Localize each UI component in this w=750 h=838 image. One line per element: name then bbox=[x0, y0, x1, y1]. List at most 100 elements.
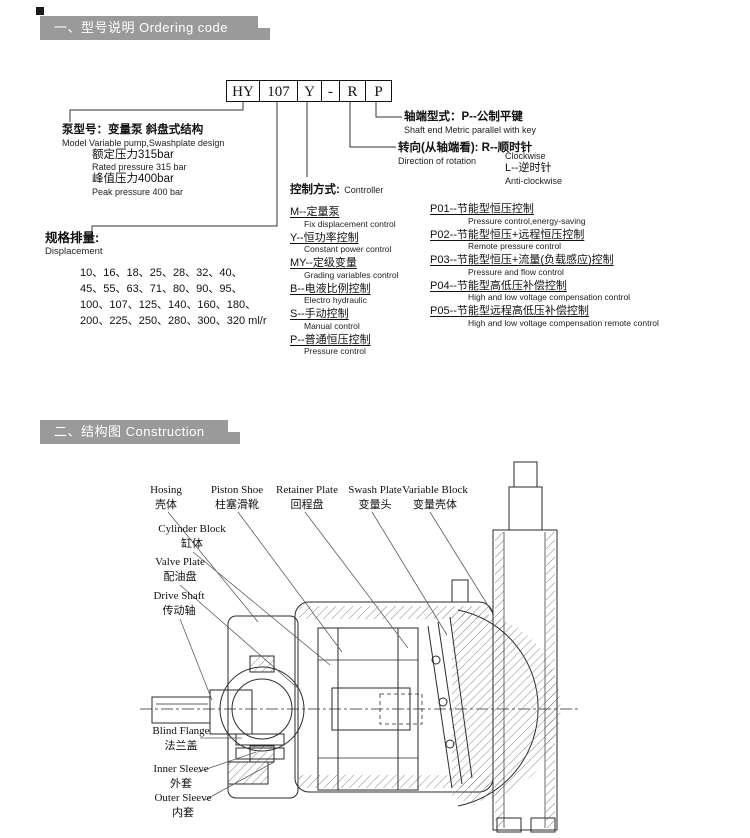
controller-item-cn: P--普通恒压控制 bbox=[290, 333, 371, 346]
p-option-en: High and low voltage compensation contro… bbox=[468, 292, 631, 302]
displacement-row: 10、16、18、25、28、32、40、 bbox=[80, 266, 243, 279]
controller-item-cn: Y--恒功率控制 bbox=[290, 231, 359, 244]
label-valve-plate: Valve Plate 配油盘 bbox=[143, 555, 217, 585]
p-option-cn: P03--节能型恒压+流量(负载感应)控制 bbox=[430, 254, 614, 266]
section1-header-text: 一、型号说明 Ordering code bbox=[54, 20, 228, 35]
label-hosing-cn: 壳体 bbox=[155, 499, 177, 511]
p-option-cn: P05--节能型远程高低压补偿控制 bbox=[430, 305, 589, 317]
model-en: Model Variable pump,Swashplate design bbox=[62, 137, 225, 148]
rotation-options: Clockwise L--逆时针 Anti-clockwise bbox=[505, 150, 562, 187]
displacement-row: 45、55、63、71、80、90、95、 bbox=[80, 282, 243, 295]
section2-header-text: 二、结构图 Construction bbox=[54, 424, 205, 439]
label-drive-shaft-cn: 传动轴 bbox=[162, 605, 196, 617]
code-box-dash: - bbox=[322, 80, 340, 102]
label-hosing-en: Hosing bbox=[150, 484, 182, 496]
controller-item-en: Constant power control bbox=[304, 244, 392, 254]
p-option-en: High and low voltage compensation remote… bbox=[468, 317, 659, 328]
p-option-cn: P04--节能型高低压补偿控制 bbox=[430, 279, 567, 292]
label-cylinder-block: Cylinder Block 缸体 bbox=[150, 522, 234, 552]
p-option-cn: P02--节能型恒压+远程恒压控制 bbox=[430, 228, 585, 241]
controller-item-en: Grading variables control bbox=[304, 269, 399, 280]
label-blind-flange: Blind Flange 法兰盖 bbox=[142, 724, 220, 754]
label-retainer-plate-cn: 回程盘 bbox=[290, 499, 324, 511]
code-box-shaft: P bbox=[366, 80, 392, 102]
variable-block bbox=[452, 609, 561, 807]
code-box-displacement: 107 bbox=[260, 80, 298, 102]
rotation-cn: 转向(从轴端看): R--顺时针 bbox=[398, 142, 533, 154]
shaft-end-block: 轴端型式：P--公制平键 Shaft end Metric parallel w… bbox=[404, 111, 536, 136]
controller-item-en: Fix displacement control bbox=[304, 218, 396, 229]
label-swash-plate: Swash Plate 变量头 bbox=[342, 483, 408, 513]
cylinder-block bbox=[317, 627, 423, 791]
label-valve-plate-en: Valve Plate bbox=[155, 556, 205, 568]
rotation-anticlockwise: Anti-clockwise bbox=[505, 176, 563, 186]
label-valve-plate-cn: 配油盘 bbox=[163, 571, 197, 583]
section2-header-bar: 二、结构图 Construction bbox=[40, 420, 240, 444]
rated-pressure-cn: 额定压力315bar bbox=[92, 148, 174, 161]
label-retainer-plate-en: Retainer Plate bbox=[275, 484, 338, 496]
label-drive-shaft: Drive Shaft 传动轴 bbox=[142, 589, 216, 619]
control-cylinder bbox=[492, 461, 558, 833]
displacement-block: 规格排量: Displacement 10、16、18、25、28、32、40、… bbox=[45, 231, 267, 329]
sleeves bbox=[227, 733, 285, 785]
label-piston-shoe-en: Piston Shoe bbox=[210, 484, 264, 496]
controller-item-cn: S--手动控制 bbox=[290, 308, 349, 320]
label-blind-flange-en: Blind Flange bbox=[152, 725, 210, 737]
label-swash-plate-en: Swash Plate bbox=[348, 484, 402, 496]
blind-flange bbox=[219, 615, 305, 799]
controller-item-cn: MY--定级变量 bbox=[290, 257, 357, 269]
label-variable-block: Variable Block 变量壳体 bbox=[396, 483, 474, 513]
label-piston-shoe-cn: 柱塞滑靴 bbox=[215, 499, 259, 511]
label-variable-block-en: Variable Block bbox=[402, 484, 468, 496]
label-swash-plate-cn: 变量头 bbox=[358, 499, 392, 511]
construction-drawing bbox=[140, 461, 580, 833]
code-box-controller: Y bbox=[298, 80, 322, 102]
model-cn: 泵型号：变量泵 斜盘式结构 bbox=[62, 124, 204, 136]
p-option-en: Pressure control,energy-saving bbox=[468, 215, 586, 226]
label-drive-shaft-en: Drive Shaft bbox=[153, 590, 205, 602]
code-box-series: HY bbox=[226, 80, 260, 102]
rotation-l-cn: L--逆时针 bbox=[505, 162, 552, 174]
controller-item-en: Pressure control bbox=[304, 346, 366, 356]
rotation-block: 转向(从轴端看): R--顺时针 Direction of rotation C… bbox=[398, 142, 638, 186]
label-blind-flange-cn: 法兰盖 bbox=[164, 740, 198, 752]
rated-pressure-en: Rated pressure 315 bar bbox=[92, 162, 187, 172]
displacement-title-en: Displacement bbox=[45, 245, 103, 257]
label-retainer-plate: Retainer Plate 回程盘 bbox=[268, 483, 346, 513]
drive-shaft bbox=[151, 689, 253, 735]
displacement-title-cn: 规格排量: bbox=[45, 231, 100, 245]
controller-item-cn: M--定量泵 bbox=[290, 206, 340, 218]
page-corner-mark bbox=[36, 7, 44, 15]
rotation-en: Direction of rotation bbox=[398, 155, 477, 166]
displacement-row: 200、225、250、280、300、320 ml/r bbox=[80, 314, 267, 327]
label-cylinder-block-cn: 缸体 bbox=[181, 538, 203, 550]
model-block: 泵型号：变量泵 斜盘式结构 Model Variable pump,Swashp… bbox=[62, 124, 224, 198]
controller-item-en: Manual control bbox=[304, 320, 360, 331]
label-inner-sleeve-en: Inner Sleeve bbox=[153, 763, 209, 775]
peak-pressure-en: Peak pressure 400 bar bbox=[92, 186, 184, 197]
label-outer-sleeve-cn: 内套 bbox=[172, 807, 194, 819]
p-option-en: Remote pressure control bbox=[468, 241, 562, 251]
ordering-code-boxes: HY 107 Y - R P bbox=[226, 80, 392, 102]
displacement-row: 100、107、125、140、160、180、 bbox=[80, 298, 257, 311]
controller-title-cn: 控制方式: bbox=[290, 184, 340, 196]
controller-list: M--定量泵 Fix displacement control Y--恒功率控制… bbox=[290, 206, 399, 356]
label-variable-block-cn: 变量壳体 bbox=[413, 499, 457, 511]
p-option-en: Pressure and flow control bbox=[468, 266, 564, 277]
label-piston-shoe: Piston Shoe 柱塞滑靴 bbox=[200, 483, 274, 513]
controller-block: 控制方式: Controller M--定量泵 Fix displacement… bbox=[290, 180, 399, 359]
shaft-end-en: Shaft end Metric parallel with key bbox=[404, 124, 537, 135]
leader-lines bbox=[167, 511, 493, 801]
displacement-values: 10、16、18、25、28、32、40、 45、55、63、71、80、90、… bbox=[80, 265, 267, 329]
p-option-cn: P01--节能型恒压控制 bbox=[430, 203, 534, 215]
label-inner-sleeve-cn: 外套 bbox=[170, 778, 192, 790]
label-hosing: Hosing 壳体 bbox=[135, 483, 197, 513]
code-box-rotation: R bbox=[340, 80, 366, 102]
shaft-end-cn: 轴端型式：P--公制平键 bbox=[404, 111, 523, 123]
pump-cross-section bbox=[140, 461, 580, 833]
label-inner-sleeve: Inner Sleeve 外套 bbox=[142, 762, 220, 792]
controller-item-en: Electro hydraulic bbox=[304, 295, 367, 305]
label-cylinder-block-en: Cylinder Block bbox=[158, 523, 226, 535]
rotation-clockwise: Clockwise bbox=[505, 151, 546, 161]
